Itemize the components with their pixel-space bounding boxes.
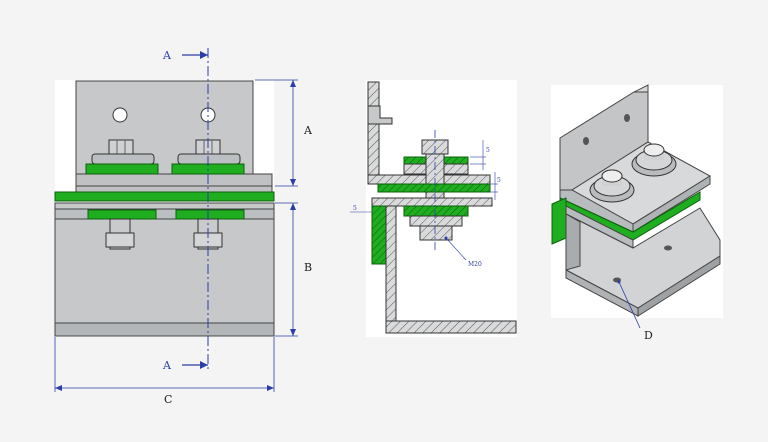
bolt-head-left xyxy=(85,139,159,175)
lower-angle-base xyxy=(385,320,517,334)
dimension-lines xyxy=(54,79,298,392)
lower-nut-left xyxy=(87,209,157,250)
gasket-band xyxy=(54,191,275,202)
dim-label-b: B xyxy=(304,261,312,274)
dim-label-a: A xyxy=(303,124,313,137)
lower-angle-leg xyxy=(385,205,397,322)
upper-angle-leg xyxy=(367,81,380,183)
gasket-section xyxy=(377,183,491,193)
section-dimensions xyxy=(350,140,498,261)
thread-label: M20 xyxy=(468,261,482,268)
dim-label-5-top: 5 xyxy=(486,147,490,154)
dim-label-c: C xyxy=(164,393,172,406)
upper-bracket-flange xyxy=(75,173,273,187)
section-label-bottom: A xyxy=(162,359,172,372)
iso-nut-right xyxy=(631,143,677,177)
mounting-hole-left xyxy=(112,107,128,123)
lower-bracket-flange xyxy=(54,322,275,337)
callout-label-d: D xyxy=(644,329,653,342)
dim-label-5-right: 5 xyxy=(497,177,501,184)
section-view: 5 5 5 M20 xyxy=(350,80,517,337)
front-view: A A A B C xyxy=(54,48,313,406)
lower-bracket xyxy=(54,202,275,324)
iso-nut-left xyxy=(589,169,635,203)
dim-label-5-left: 5 xyxy=(353,205,357,212)
isometric-view: D xyxy=(551,84,723,342)
section-label-top: A xyxy=(162,49,172,62)
